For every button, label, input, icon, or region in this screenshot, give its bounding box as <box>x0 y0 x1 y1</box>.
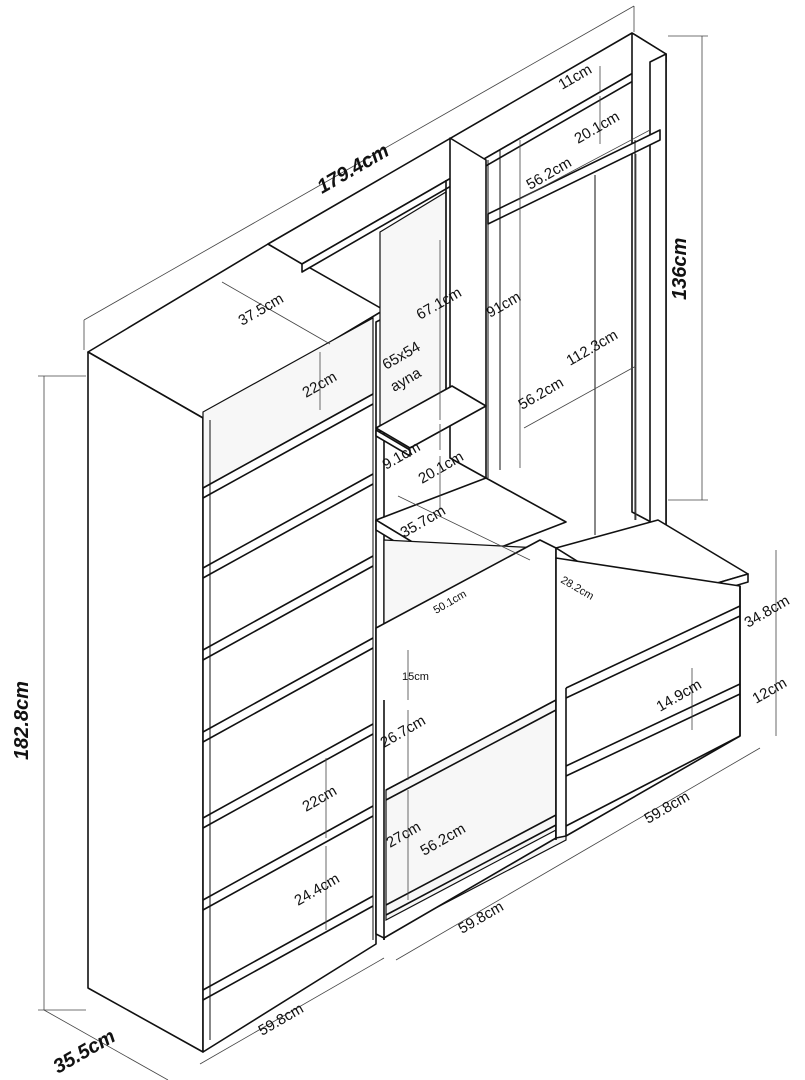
label-bench-height: 34.8cm <box>742 592 793 631</box>
label-bench-gap: 12cm <box>750 674 790 707</box>
middle-unit <box>375 477 641 940</box>
label-rail-height: 20.1cm <box>572 108 623 147</box>
label-right-width: 59.8cm <box>642 788 693 827</box>
label-right-height: 136cm <box>669 238 691 300</box>
label-hanging-width: 56.2cm <box>516 374 567 413</box>
label-drawer-height: 15cm <box>402 671 429 683</box>
label-hanging-length: 112.3cm <box>564 327 621 370</box>
hanging-unit <box>267 32 667 539</box>
left-bookcase <box>87 243 385 1053</box>
label-niche-height: 20.1cm <box>416 448 467 487</box>
label-middle-base-width: 59.8cm <box>456 898 507 937</box>
bench-unit <box>555 519 749 839</box>
label-hanging-height: 91cm <box>484 288 524 321</box>
label-total-height: 182.8cm <box>11 681 33 760</box>
dimension-lines <box>38 5 777 1080</box>
label-depth: 35.5cm <box>50 1025 120 1078</box>
left-shelves <box>202 316 374 1040</box>
